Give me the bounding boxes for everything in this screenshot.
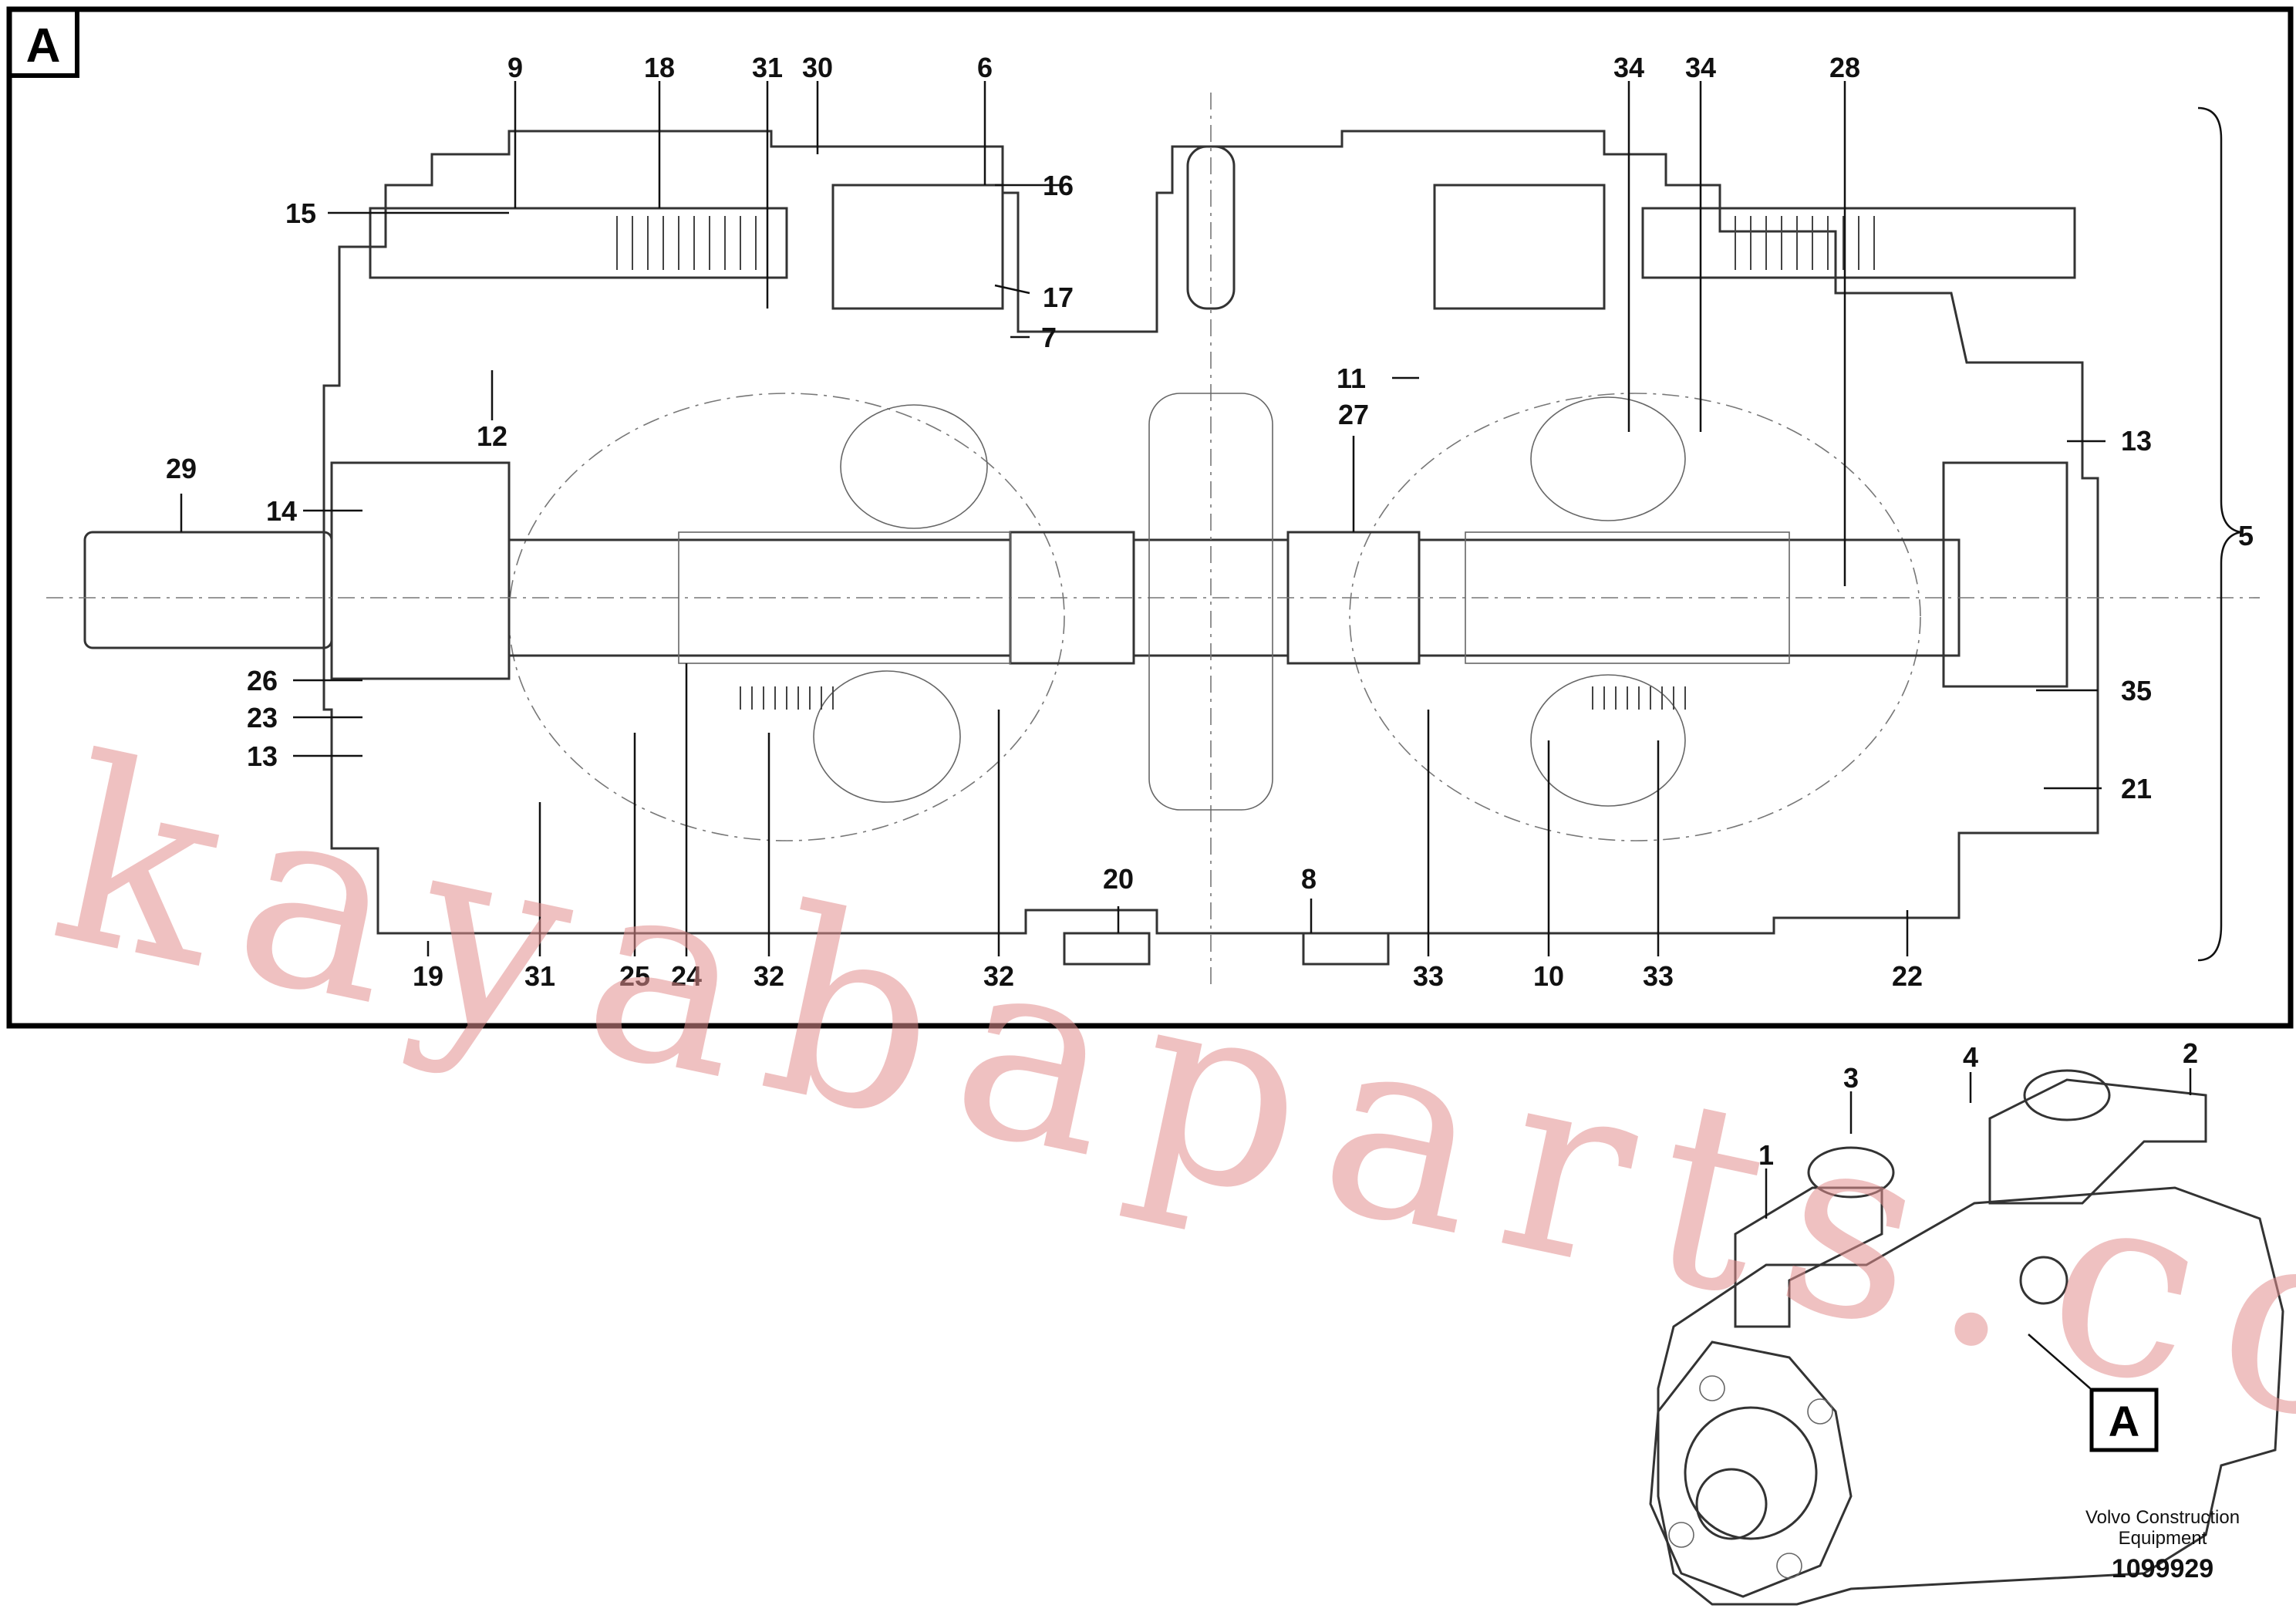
screw-thread-left: [616, 216, 757, 270]
right-lower-port: [1530, 674, 1686, 807]
manufacturer-line-2: Equipment: [2119, 1528, 2207, 1549]
callout-labels: 9 18 31 30 6 34 34 28 15 16 17 7 11 12 2…: [166, 52, 2254, 992]
callout-23: 23: [247, 702, 278, 733]
drawing-number: 1099929: [2112, 1554, 2213, 1583]
inset-bolt-2: [1807, 1398, 1833, 1425]
callout-7: 7: [1041, 322, 1057, 353]
callout-32: 32: [983, 960, 1014, 992]
callout-8: 8: [1301, 863, 1317, 895]
callout-31: 31: [524, 960, 555, 992]
pump-housing-outline: [322, 130, 2099, 935]
regulator-piston-left: [831, 184, 1004, 310]
callout-9: 9: [507, 52, 523, 83]
spring-right: [1592, 686, 1686, 710]
left-lower-port: [813, 670, 961, 803]
bottom-plug-right: [1302, 932, 1390, 966]
callout-21: 21: [2121, 773, 2152, 804]
adjust-screw-right: [1641, 207, 2076, 279]
inset-pump-body: [1657, 1186, 2284, 1606]
callout-16: 16: [1043, 170, 1074, 201]
view-label-box: [7, 7, 79, 78]
callout-13: 13: [247, 740, 278, 772]
callout-30: 30: [802, 52, 833, 83]
cylinder-block-right: [1465, 531, 1790, 664]
watermark-text: kayabaparts.com: [34, 703, 2296, 1546]
spring-left: [740, 686, 834, 710]
inset-lifting-eye: [2019, 1256, 2068, 1305]
bearing-housing-right: [1942, 461, 2068, 688]
inset-regulator-right: [1988, 1078, 2207, 1205]
callout-5: 5: [2238, 520, 2254, 551]
callout-18: 18: [644, 52, 675, 83]
inset-solenoid-right: [2023, 1069, 2111, 1121]
callout-31: 31: [752, 52, 783, 83]
callout-28: 28: [1829, 52, 1860, 83]
inset-view-label-box: [2089, 1388, 2159, 1452]
callout-29: 29: [166, 453, 197, 484]
input-shaft: [83, 531, 333, 649]
callout-25: 25: [619, 960, 650, 992]
callout-34: 34: [1685, 52, 1716, 83]
inset-shaft-bore: [1684, 1406, 1818, 1540]
screw-thread-right: [1735, 216, 1875, 270]
callout-10: 10: [1533, 960, 1564, 992]
callout-27: 27: [1338, 399, 1369, 430]
left-upper-port: [840, 404, 988, 529]
callout-6: 6: [977, 52, 993, 83]
callout-34: 34: [1613, 52, 1644, 83]
section-view-frame: [6, 6, 2294, 1029]
callout-13: 13: [2121, 425, 2152, 457]
right-upper-port: [1530, 396, 1686, 521]
callout-24: 24: [671, 960, 702, 992]
callout-17: 17: [1043, 282, 1074, 313]
inset-callout-3: 3: [1843, 1062, 1859, 1094]
bottom-plug-left: [1063, 932, 1151, 966]
inset-regulator-left: [1734, 1186, 1883, 1328]
callout-11: 11: [1337, 363, 1366, 394]
inset-callout-2: 2: [2183, 1037, 2198, 1069]
inset-solenoid-left: [1807, 1146, 1895, 1199]
left-bore-circle: [508, 393, 1065, 841]
callout-19: 19: [413, 960, 443, 992]
callout-33: 33: [1413, 960, 1444, 992]
callout-15: 15: [285, 197, 316, 229]
callout-14: 14: [266, 495, 297, 527]
inset-callout-1: 1: [1758, 1139, 1774, 1171]
inset-callout-4: 4: [1963, 1041, 1978, 1073]
view-label: A: [26, 19, 61, 73]
adjust-screw-left: [369, 207, 788, 279]
right-bore-circle: [1349, 393, 1921, 841]
callout-35: 35: [2121, 675, 2152, 706]
pump-inset-illustration: A 1 3 4 2 Volvo Construction Equipment 1…: [1649, 1037, 2284, 1606]
callout-12: 12: [477, 420, 507, 452]
inset-bolt-1: [1699, 1375, 1725, 1401]
bearing-housing-left: [330, 461, 511, 680]
center-valve-body: [1148, 393, 1273, 811]
inset-shaft-end: [1695, 1468, 1768, 1540]
inset-bolt-4: [1776, 1553, 1802, 1579]
cylinder-block-left: [678, 531, 1011, 664]
callout-20: 20: [1103, 863, 1134, 895]
callout-33: 33: [1643, 960, 1674, 992]
leader-lines: [180, 81, 2106, 956]
callout-26: 26: [247, 665, 278, 696]
callout-32: 32: [754, 960, 784, 992]
center-bracket: [1186, 145, 1236, 310]
callout-22: 22: [1892, 960, 1923, 992]
assembly-brace: [2197, 106, 2241, 962]
inset-view-label: A: [2109, 1397, 2139, 1445]
cross-section-drawing: [46, 93, 2260, 987]
regulator-piston-right: [1433, 184, 1606, 310]
inset-bolt-3: [1668, 1522, 1694, 1548]
inset-front-flange: [1649, 1340, 1853, 1598]
manufacturer-line-1: Volvo Construction: [2085, 1507, 2240, 1528]
